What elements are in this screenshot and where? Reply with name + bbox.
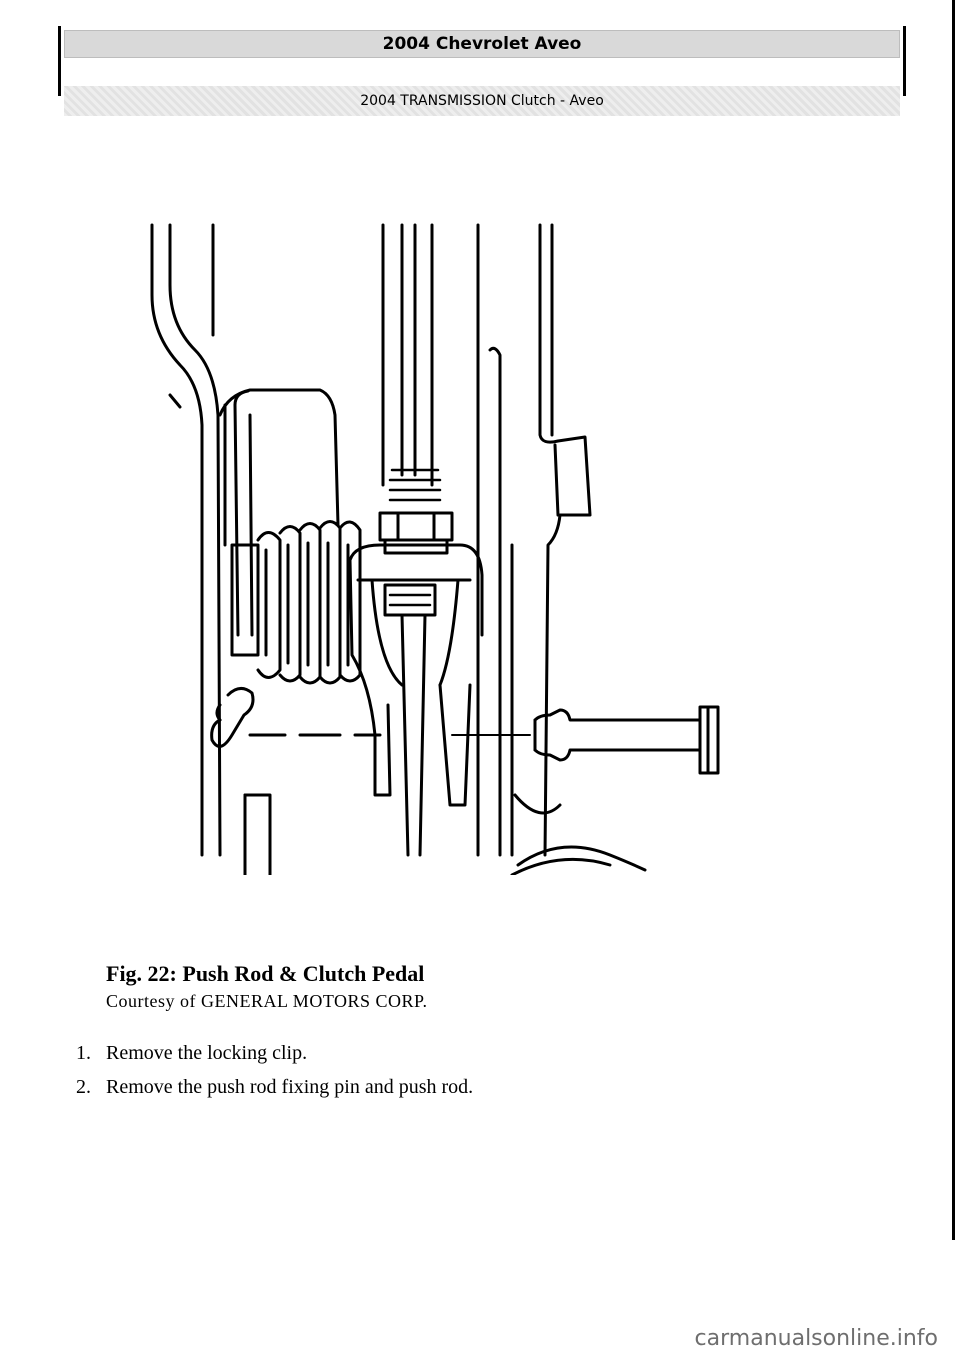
figure-courtesy: Courtesy of GENERAL MOTORS CORP. xyxy=(106,991,428,1011)
step-number: 1. xyxy=(76,1042,91,1064)
step-text: Remove the locking clip. xyxy=(106,1042,308,1064)
step-item: 2. Remove the push rod fixing pin and pu… xyxy=(76,1070,473,1104)
document-subtitle: 2004 TRANSMISSION Clutch - Aveo xyxy=(64,86,900,116)
step-text: Remove the push rod fixing pin and push … xyxy=(106,1076,474,1098)
page-header: 2004 Chevrolet Aveo 2004 TRANSMISSION Cl… xyxy=(58,26,906,116)
step-item: 1. Remove the locking clip. xyxy=(76,1036,473,1070)
figure-title: Fig. 22: Push Rod & Clutch Pedal xyxy=(106,961,425,986)
figure-caption: Fig. 22: Push Rod & Clutch Pedal Courtes… xyxy=(106,960,428,1014)
watermark: carmanualsonline.info xyxy=(694,1326,938,1351)
step-number: 2. xyxy=(76,1076,91,1098)
procedure-steps: 1. Remove the locking clip. 2. Remove th… xyxy=(76,1036,473,1104)
document-title: 2004 Chevrolet Aveo xyxy=(64,30,900,58)
page-border-line xyxy=(952,0,955,1240)
clutch-pedal-illustration xyxy=(150,223,720,875)
